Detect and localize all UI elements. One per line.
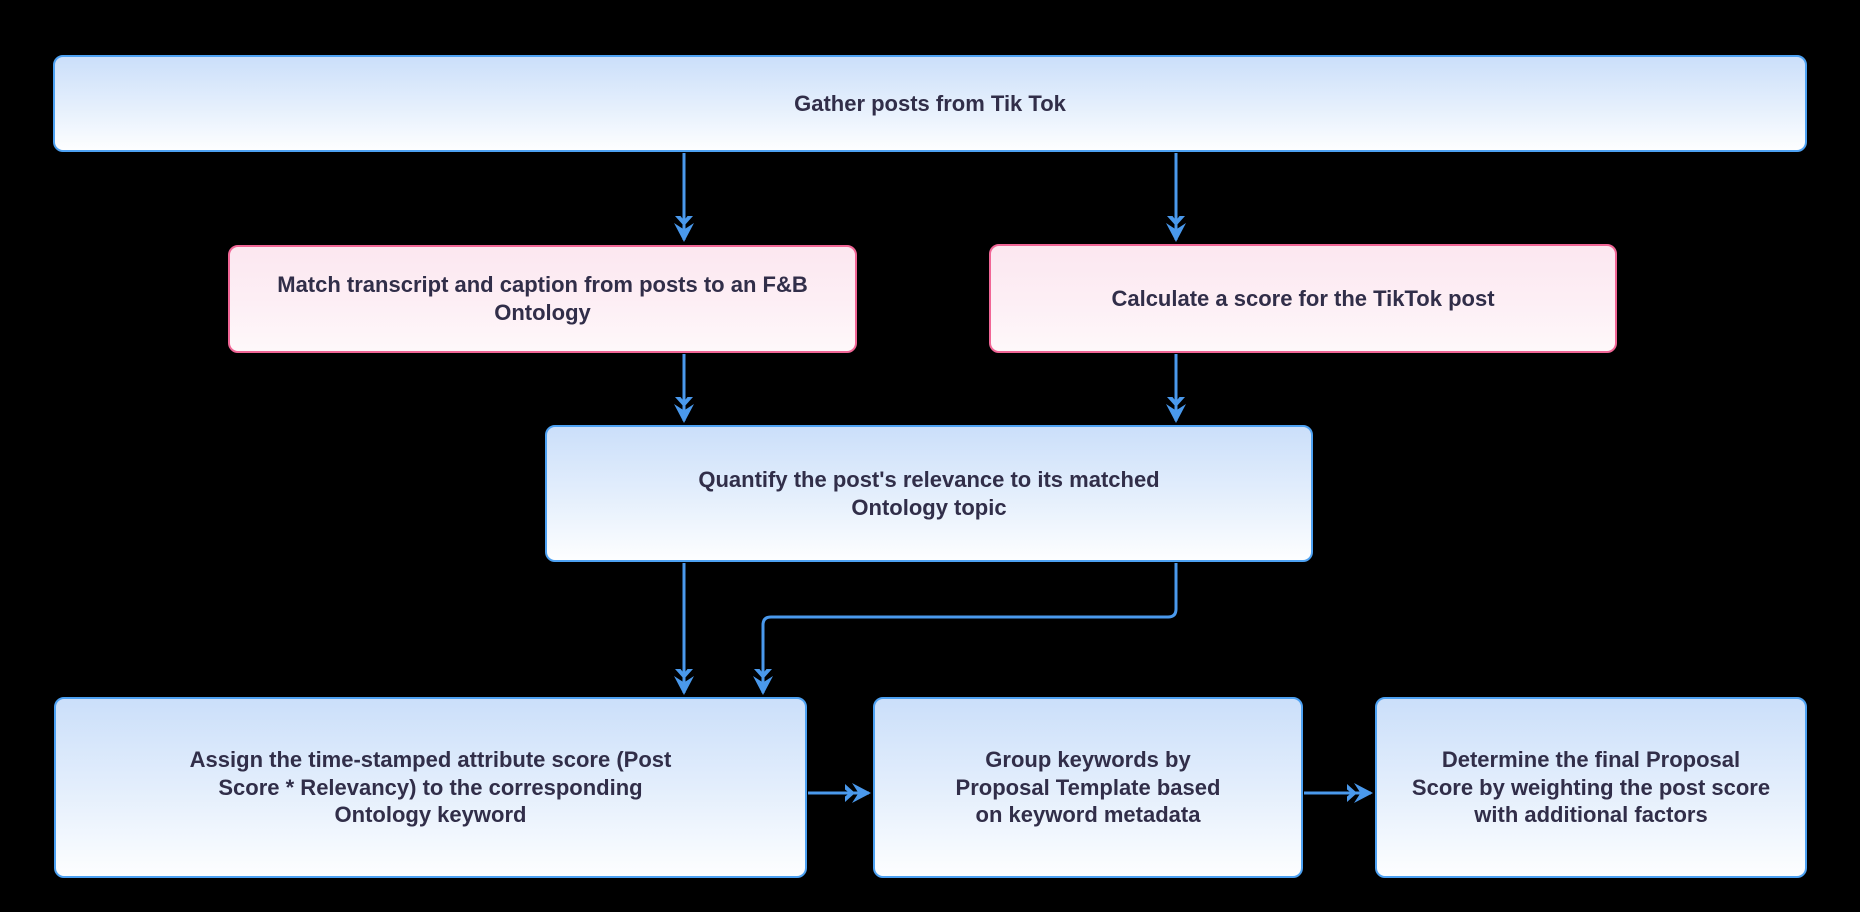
node-quantify-relevance-label: Quantify the post's relevance to its mat… [698, 466, 1160, 520]
node-final-proposal-score: Determine the final Proposal Score by we… [1375, 697, 1807, 878]
node-final-proposal-score-label: Determine the final Proposal Score by we… [1411, 746, 1771, 828]
node-gather-posts: Gather posts from Tik Tok [53, 55, 1807, 152]
node-assign-attribute-score: Assign the time-stamped attribute score … [54, 697, 807, 878]
node-calculate-score: Calculate a score for the TikTok post [989, 244, 1617, 353]
node-gather-posts-label: Gather posts from Tik Tok [794, 90, 1066, 116]
node-match-ontology: Match transcript and caption from posts … [228, 245, 857, 353]
node-group-keywords: Group keywords by Proposal Template base… [873, 697, 1303, 878]
node-match-ontology-label: Match transcript and caption from posts … [277, 272, 808, 325]
node-assign-attribute-score-label: Assign the time-stamped attribute score … [189, 746, 672, 828]
node-quantify-relevance: Quantify the post's relevance to its mat… [545, 425, 1313, 562]
edge-quantify-to-assign-elbow [753, 563, 1178, 695]
node-calculate-score-label: Calculate a score for the TikTok post [1111, 285, 1495, 311]
node-group-keywords-label: Group keywords by Proposal Template base… [955, 746, 1221, 828]
